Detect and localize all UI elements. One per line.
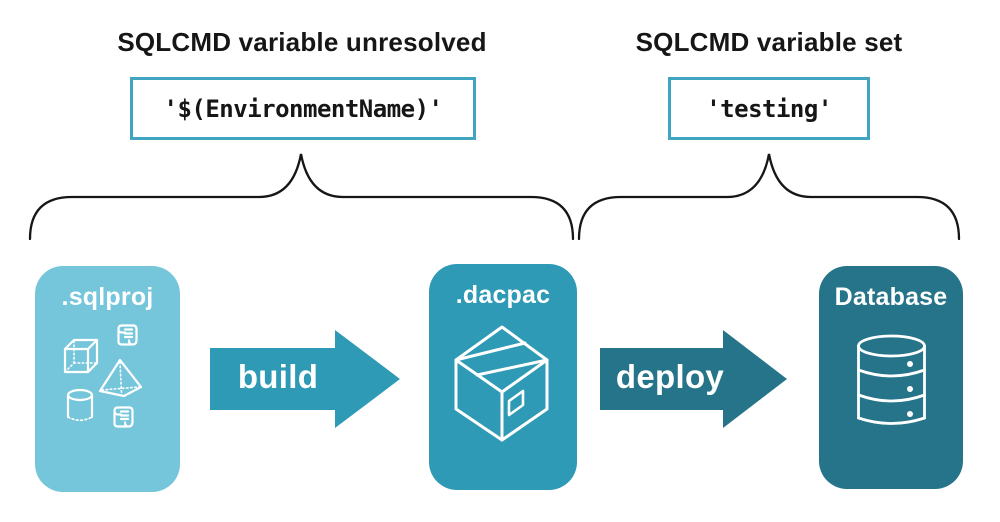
package-icon xyxy=(454,325,549,442)
left-brace xyxy=(28,153,575,241)
deploy-arrow-label: deploy xyxy=(615,358,725,395)
stage-sqlproj-label: .sqlproj xyxy=(61,283,154,311)
sql-script-icon xyxy=(117,324,138,346)
stage-dacpac-label: .dacpac xyxy=(455,281,551,309)
left-section-title: SQLCMD variable unresolved xyxy=(117,27,487,57)
pyramid-icon xyxy=(98,358,143,398)
right-brace xyxy=(577,153,961,241)
database-icon xyxy=(857,334,926,425)
build-arrow-label: build xyxy=(237,358,319,395)
unresolved-variable-value: '$(EnvironmentName)' xyxy=(163,94,443,123)
stage-sqlproj: .sqlproj xyxy=(35,266,180,492)
stage-database: Database xyxy=(819,266,963,489)
stage-database-label: Database xyxy=(834,283,948,311)
right-section-title: SQLCMD variable set xyxy=(635,27,903,57)
sql-objects-icon xyxy=(63,324,143,428)
deploy-arrow xyxy=(600,330,787,428)
cylinder-icon xyxy=(66,388,94,422)
stage-dacpac: .dacpac xyxy=(429,264,577,490)
unresolved-variable-box: '$(EnvironmentName)' xyxy=(130,77,476,140)
sql-script-icon xyxy=(113,406,134,428)
resolved-variable-box: 'testing' xyxy=(668,77,870,140)
build-arrow xyxy=(210,330,400,428)
resolved-variable-value: 'testing' xyxy=(706,94,832,123)
cube-icon xyxy=(63,338,99,374)
